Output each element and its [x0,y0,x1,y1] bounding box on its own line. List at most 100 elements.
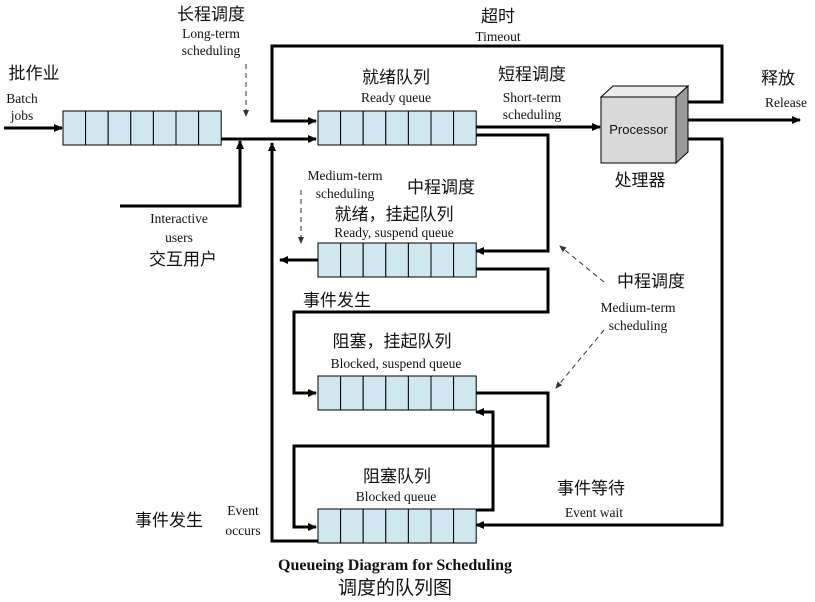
processor-label: Processor [609,122,668,137]
queue-cell [198,110,222,146]
processor-front [600,96,677,164]
dashed-lines [243,64,605,389]
timeout-zh-label: 超时 [481,7,515,27]
release-en-label: Release [765,95,807,110]
ready-suspend-queue [317,242,477,278]
labels: 长程调度 Long-term scheduling 超时 Timeout 批作业… [6,5,807,538]
queue-cell [453,242,477,278]
ready-suspend-zh-label: 就绪，挂起队列 [335,205,454,225]
batch-en-label-2: jobs [10,108,34,123]
queue-cell [385,508,409,544]
medium-term-right-dashed-arrow-up [559,245,605,283]
batch-en-label-1: Batch [6,91,38,106]
event-occurs-en-label-1: Event [227,503,259,518]
ready-en-label: Ready queue [361,90,431,105]
queue-cell [407,508,432,544]
interactive-en-label-2: users [165,230,193,245]
ready-queue [317,110,477,146]
queue-cell [453,375,477,411]
medium-term-left-en-label-2: scheduling [316,186,375,201]
queue-cell [340,375,364,411]
queue-cell [362,110,387,146]
event-occurs-suspend-arrow [292,267,550,397]
queue-cell [317,242,342,278]
medium-term-right-zh-label: 中程调度 [617,272,685,292]
caption-zh: 调度的队列图 [338,577,452,599]
queue-cell [85,110,109,146]
queue-cell [317,110,342,146]
interactive-arrow [120,140,244,208]
long-term-en-label-1: Long-term [182,26,240,41]
queue-cell [317,508,342,544]
queue-cell [407,242,432,278]
queue-cell [385,242,409,278]
queue-cell [362,375,387,411]
long-term-zh-label: 长程调度 [177,5,245,25]
long-term-en-label-2: scheduling [182,43,241,58]
ready-suspend-en-label: Ready, suspend queue [334,225,453,240]
caption-en: Queueing Diagram for Scheduling [278,557,512,574]
event-occurs-bottom-zh-label: 事件发生 [135,511,203,531]
medium-term-right-en-label-2: scheduling [609,318,668,333]
event-occurs-en-label-2: occurs [225,523,260,538]
queue-cell [453,110,477,146]
timeout-loop-arrow [270,44,724,125]
queue-cell [152,110,177,146]
medium-term-left-en-label-1: Medium-term [308,168,383,183]
queue-cell [385,110,409,146]
queue-cell [430,375,455,411]
interactive-en-label-1: Interactive [150,211,208,226]
queue-cell [340,508,364,544]
queue-cell [430,242,455,278]
medium-term-right-dashed-arrow-down [555,329,605,389]
queue-cell [130,110,154,146]
medium-term-right-en-label-1: Medium-term [601,300,676,315]
batch-queue [62,110,222,146]
queue-cell [430,508,455,544]
queue-cell [107,110,132,146]
short-term-zh-label: 短程调度 [498,65,566,85]
event-wait-zh-label: 事件等待 [557,479,625,499]
processor-side [675,84,689,165]
blocked-suspend-loop-arrow [292,391,550,531]
ready-to-ready-suspend-arrow [475,133,550,255]
queue-cell [175,110,200,146]
blocked-queue [317,508,477,544]
queue-cell [453,508,477,544]
queue-cell [62,110,87,146]
short-term-en-label-1: Short-term [503,90,562,105]
timeout-en-label: Timeout [475,29,521,44]
queue-cell [362,242,387,278]
queue-cell [407,110,432,146]
queue-cell [362,508,387,544]
blocked-en-label: Blocked queue [356,489,437,504]
processor-top [599,85,690,98]
blocked-suspend-queue [317,375,477,411]
medium-term-left-zh-label: 中程调度 [407,178,475,198]
caption: Queueing Diagram for Scheduling 调度的队列图 [278,557,512,599]
queue-cell [340,242,364,278]
event-occurs-up-arrow [268,142,318,543]
processor-zh-label: 处理器 [615,171,666,191]
queue-cell [340,110,364,146]
release-zh-label: 释放 [761,69,795,89]
queue-cell [317,375,342,411]
flow-lines [4,44,801,543]
interactive-zh-label: 交互用户 [149,250,217,270]
queue-cell [407,375,432,411]
ready-zh-label: 就绪队列 [362,68,430,88]
queue-cell [430,110,455,146]
processor: Processor [599,84,690,165]
blocked-to-blocked-suspend-arrow [475,408,495,512]
event-occurs-mid-zh-label: 事件发生 [303,291,371,311]
batch-zh-label: 批作业 [9,64,60,84]
blocked-suspend-zh-label: 阻塞，挂起队列 [333,332,452,352]
blocked-suspend-en-label: Blocked, suspend queue [331,356,462,371]
blocked-zh-label: 阻塞队列 [363,467,431,487]
event-wait-en-label: Event wait [565,505,623,520]
queue-cell [385,375,409,411]
short-term-en-label-2: scheduling [503,107,562,122]
event-wait-arrow [475,137,724,529]
